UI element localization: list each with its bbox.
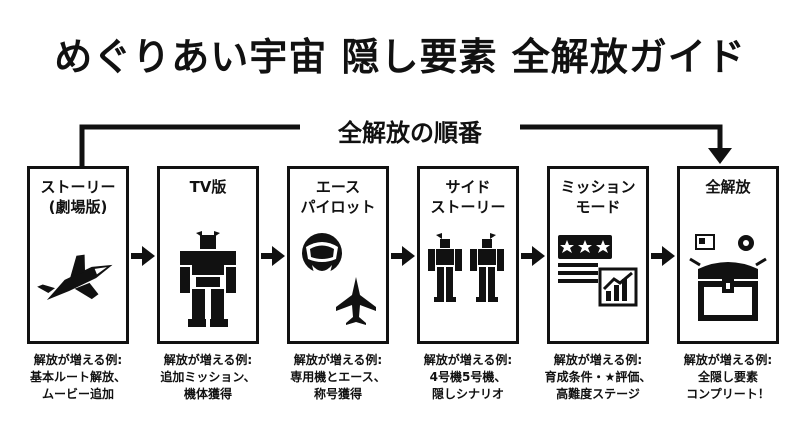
step-caption: 解放が増える例: 4号機5号機、 隠しシナリオ [423,353,513,401]
arrow-right-icon [131,246,155,266]
step-card-side-story: サイド ストーリー [417,166,519,344]
step-card-ace-pilot: エース パイロット [287,166,389,344]
step-card-story: ストーリー (劇場版) [27,166,129,344]
step-title: ストーリー (劇場版) [40,178,116,216]
arrow-right-icon [391,246,415,266]
treasure-chest-icon [689,234,767,321]
step-caption: 解放が増える例: 育成条件・★評価、 高難度ステージ [544,353,652,401]
page-title: めぐりあい宇宙 隠し要素 全解放ガイド [54,35,746,79]
step-caption: 解放が増える例: 全隠し要素 コンプリート！ [683,353,773,401]
arrow-right-icon [651,246,675,266]
fighter-jet-icon [37,254,113,301]
arrow-right-icon [261,246,285,266]
step-card-full-unlock: 全解放 [677,166,779,344]
step-title: エース パイロット [300,178,376,216]
step-title: ミッション モード [560,178,636,216]
step-title: TV版 [189,178,227,196]
step-caption: 解放が増える例: 基本ルート解放、 ムービー追加 [29,353,126,401]
robot-icon [180,231,236,327]
step-title: 全解放 [705,178,751,196]
arrow-right-icon [521,246,545,266]
twin-robots-icon [428,233,504,302]
step-card-tv: TV版 [157,166,259,344]
pilot-helmet-icon [302,233,376,325]
step-card-mission-mode: ミッション モード [547,166,649,344]
step-caption: 解放が増える例: 追加ミッション、 機体獲得 [160,353,256,401]
step-caption: 解放が増える例: 専用機とエース、 称号獲得 [290,353,386,401]
star-rating-chart-icon [558,235,638,307]
step-title: サイド ストーリー [430,178,506,216]
flow-label: 全解放の順番 [300,113,520,148]
